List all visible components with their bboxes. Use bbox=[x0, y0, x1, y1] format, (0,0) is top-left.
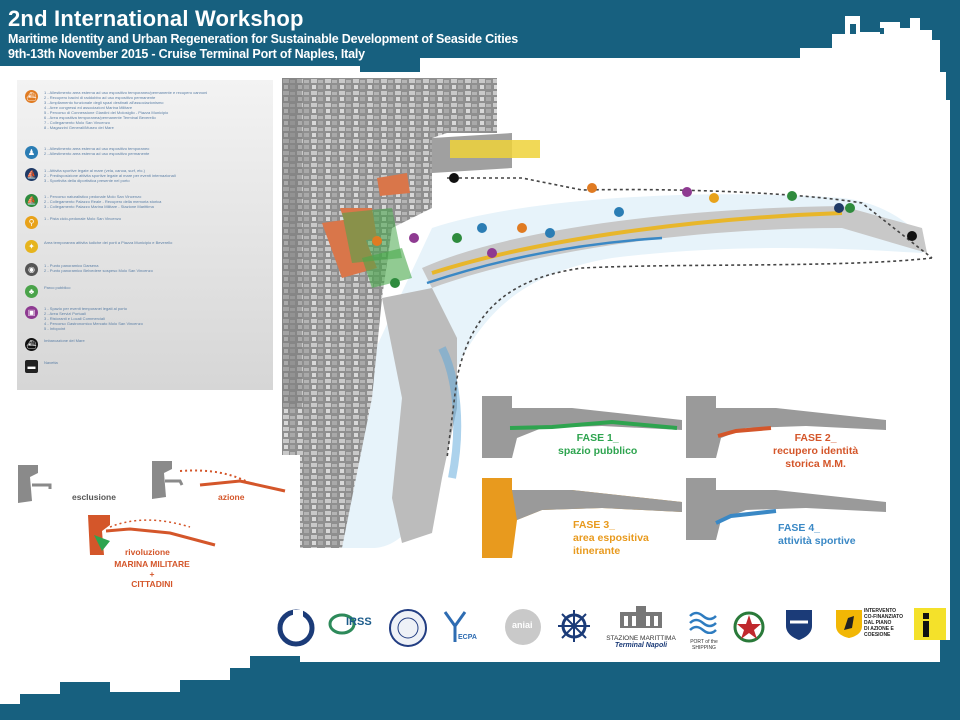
stazione-marittima-logo: STAZIONE MARITTIMA Terminal Napoli bbox=[600, 606, 682, 649]
concept-diagram: esclusione azione rivoluzione MARINA MIL… bbox=[10, 455, 300, 605]
map-markers bbox=[372, 173, 917, 288]
header: 2nd International Workshop Maritime Iden… bbox=[8, 6, 518, 62]
cavallino-shield-icon bbox=[836, 610, 862, 638]
phase-diagrams bbox=[482, 396, 886, 558]
ecpa-y-icon bbox=[443, 611, 467, 642]
event-dates: 9th-13th November 2015 - Cruise Terminal… bbox=[8, 47, 365, 61]
legend-text: 1 - Spazio per eventi temporanei legati … bbox=[44, 306, 143, 331]
phase-2-label: FASE 2_ recupero identità storica M.M. bbox=[773, 432, 859, 470]
legend-item: ▣ 1 - Spazio per eventi temporanei legat… bbox=[25, 306, 269, 331]
legend-text: Navetta bbox=[44, 360, 58, 365]
irss-label: IRSS bbox=[346, 616, 372, 628]
sponsor-logos: IRSS ECPA aniai STAZIONE MARITTIMA Termi… bbox=[270, 600, 950, 662]
aniai-logo: aniai bbox=[504, 608, 542, 651]
legend-text: Area temporanea attivita ludiche dei por… bbox=[44, 240, 173, 245]
page-subtitle: Maritime Identity and Urban Regeneration… bbox=[8, 32, 518, 46]
legend-item: ⛴ 1 - Allestimento area esterna ad uso e… bbox=[25, 90, 269, 130]
legend-text: Imbarcazione del Mare bbox=[44, 338, 85, 343]
phases-panel: FASE 1_ spazio pubblico FASE 2_ recupero… bbox=[478, 392, 910, 562]
black-ship-icon: ⛴ bbox=[25, 338, 38, 351]
campania-shield-icon bbox=[786, 610, 812, 640]
yellow-runner-icon: ✦ bbox=[25, 240, 38, 253]
phase-4-label: FASE 4_ attività sportive bbox=[778, 522, 856, 547]
legend-item: ⛵ 1 - Percorso naturalistico pedonale Mo… bbox=[25, 194, 269, 209]
blue-figure-icon: ♟ bbox=[25, 146, 38, 159]
irss-logo: IRSS bbox=[328, 612, 378, 641]
ship-wheel-icon bbox=[558, 610, 590, 642]
legend-text: 1 - Allestimento area esterna ad uso esp… bbox=[44, 146, 150, 156]
legend-text: 1 - Punto panoramico Darsena 2 - Punto p… bbox=[44, 263, 153, 273]
legend-panel: ⛴ 1 - Allestimento area esterna ad uso e… bbox=[17, 80, 273, 390]
port-shipping-logo: PORT of the SHIPPING bbox=[688, 608, 720, 651]
terminal-building-icon bbox=[620, 606, 662, 628]
university-seal-icon bbox=[389, 609, 427, 647]
ecpa-label: ECPA bbox=[458, 634, 477, 641]
stazione-label: STAZIONE MARITTIMA bbox=[606, 635, 676, 642]
black-bus-icon: ▬ bbox=[25, 360, 38, 373]
concept-revolution: rivoluzione bbox=[125, 547, 170, 557]
port-shipping-label: PORT of the SHIPPING bbox=[690, 639, 718, 651]
page-title: 2nd International Workshop bbox=[8, 6, 304, 31]
cnr-logo-icon bbox=[277, 609, 315, 647]
concept-exclusion: esclusione bbox=[72, 492, 116, 502]
ecpa-logo: ECPA bbox=[440, 608, 477, 649]
port-map bbox=[282, 78, 933, 548]
legend-text: 1 - Attivita sportive legate al mare (ve… bbox=[44, 168, 176, 183]
purple-shop-icon: ▣ bbox=[25, 306, 38, 319]
legend-text: Parco pubblico bbox=[44, 285, 71, 290]
concept-action: azione bbox=[218, 492, 245, 502]
orange-boat-icon: ⛴ bbox=[25, 90, 38, 103]
phase-3-label: FASE 3_ area espositiva itinerante bbox=[573, 519, 649, 557]
legend-text: 1 - Allestimento area esterna ad uso esp… bbox=[44, 90, 208, 130]
info-point-icon bbox=[914, 608, 946, 640]
intervento-label: INTERVENTO CO-FINANZIATO DAL PIANO DI AZ… bbox=[864, 608, 903, 638]
navy-sail-icon: ⛵ bbox=[25, 168, 38, 181]
legend-item: ⛵ 1 - Attivita sportive legate al mare (… bbox=[25, 168, 269, 183]
legend-text: 1 - Pista ciclo-pedonale Molo San Vincen… bbox=[44, 216, 122, 221]
terminal-label: Terminal Napoli bbox=[614, 642, 668, 649]
waves-icon bbox=[689, 611, 717, 635]
aniai-circle-icon bbox=[505, 609, 541, 645]
legend-text: 1 - Percorso naturalistico pedonale Molo… bbox=[44, 194, 162, 209]
concept-shapes bbox=[18, 461, 286, 555]
green-tree-icon: ♣ bbox=[25, 285, 38, 298]
italy-emblem-icon bbox=[733, 611, 765, 643]
legend-item: ⚲ 1 - Pista ciclo-pedonale Molo San Vinc… bbox=[25, 216, 269, 229]
gray-camera-icon: ◉ bbox=[25, 263, 38, 276]
irss-swirl-icon bbox=[328, 613, 356, 635]
legend-item: ✦ Area temporanea attivita ludiche dei p… bbox=[25, 240, 269, 253]
legend-item: ♣ Parco pubblico bbox=[25, 285, 269, 298]
concept-citizens: CITTADINI bbox=[131, 579, 173, 589]
aniai-label: aniai bbox=[512, 620, 533, 630]
concept-navy: MARINA MILITARE bbox=[114, 559, 190, 569]
orange-bike-icon: ⚲ bbox=[25, 216, 38, 229]
legend-item: ◉ 1 - Punto panoramico Darsena 2 - Punto… bbox=[25, 263, 269, 276]
legend-item: ⛴ Imbarcazione del Mare bbox=[25, 338, 269, 351]
phase-1-label: FASE 1_ spazio pubblico bbox=[558, 432, 638, 457]
legend-item: ▬ Navetta bbox=[25, 360, 269, 373]
legend-item: ♟ 1 - Allestimento area esterna ad uso e… bbox=[25, 146, 269, 159]
concept-plus: + bbox=[149, 569, 155, 579]
green-sail-icon: ⛵ bbox=[25, 194, 38, 207]
